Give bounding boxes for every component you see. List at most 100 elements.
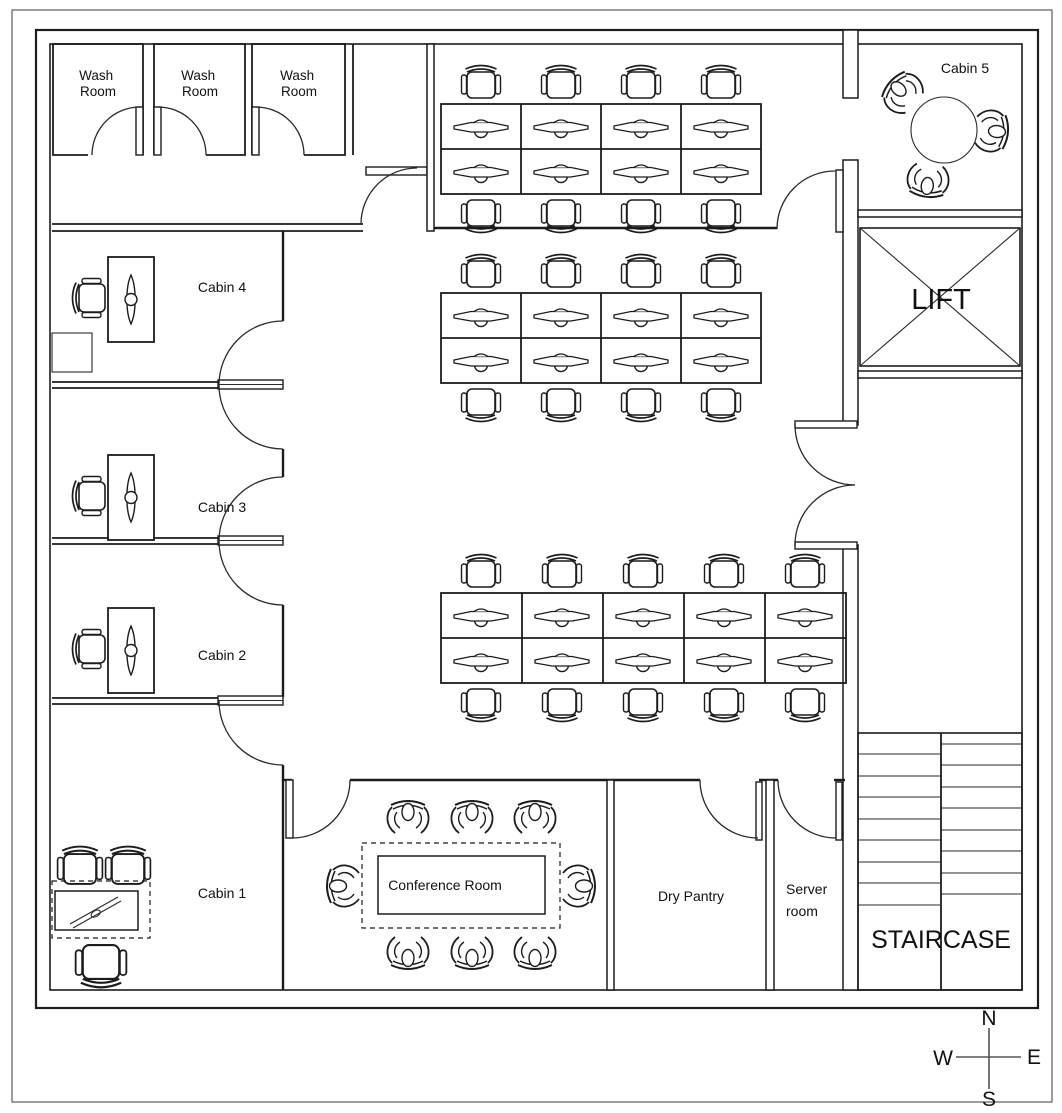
double-door-bottom-arc bbox=[794, 484, 856, 546]
manager-desk bbox=[107, 256, 155, 343]
washroom-2-walls bbox=[153, 43, 246, 156]
compass-east-label: E bbox=[1027, 1046, 1041, 1069]
cabin-1: Cabin 1 bbox=[51, 845, 246, 989]
keyboard-glyph bbox=[534, 653, 590, 673]
conference-room-label: Conference Room bbox=[388, 877, 502, 893]
double-door-bottom-leaf bbox=[794, 541, 858, 550]
armchair bbox=[513, 936, 557, 970]
compass-west-label: W bbox=[933, 1047, 953, 1070]
compass-south-label: S bbox=[982, 1088, 996, 1111]
washroom-1-door-leaf bbox=[135, 106, 144, 156]
building-inner-wall bbox=[49, 43, 1023, 991]
armchair bbox=[386, 800, 430, 834]
compass-rose: N E S W bbox=[933, 1007, 1041, 1111]
desk-cluster-1 bbox=[440, 64, 762, 234]
cabin-walls bbox=[52, 231, 285, 990]
corridor-door-leaf bbox=[365, 166, 428, 176]
building-outer-wall bbox=[34, 28, 1040, 1010]
washroom-3-door-leaf bbox=[251, 106, 260, 156]
conference-pantry-wall bbox=[606, 779, 615, 991]
cabinet bbox=[51, 332, 93, 373]
washroom-1-label: Wash Room bbox=[79, 68, 117, 99]
office-chair bbox=[541, 553, 583, 588]
washroom-3-walls bbox=[251, 43, 346, 156]
keyboard-glyph bbox=[533, 164, 589, 184]
table-outline-dashed bbox=[361, 842, 561, 929]
washroom-1-door-arc bbox=[91, 106, 141, 156]
keyboard-glyph bbox=[613, 119, 669, 139]
washroom-3-door-arc bbox=[255, 106, 305, 156]
office-chair bbox=[460, 253, 502, 288]
keyboard-glyph bbox=[533, 353, 589, 373]
cabin-2: Cabin 2 bbox=[71, 607, 246, 694]
office-chair bbox=[71, 277, 106, 319]
keyboard-glyph bbox=[696, 608, 752, 628]
armchair bbox=[386, 936, 430, 970]
office-chair bbox=[622, 688, 664, 723]
cabin-3: Cabin 3 bbox=[71, 454, 246, 541]
server-door-arc bbox=[777, 779, 837, 839]
office-chair bbox=[460, 553, 502, 588]
compass-north-label: N bbox=[981, 1007, 996, 1030]
guest-chair bbox=[104, 845, 152, 885]
keyboard-glyph bbox=[453, 653, 509, 673]
desk-cluster-2 bbox=[440, 253, 762, 423]
keyboard-glyph bbox=[533, 119, 589, 139]
office-chair bbox=[620, 388, 662, 423]
cabin2-door-arc bbox=[218, 540, 284, 606]
office-chair bbox=[700, 64, 742, 99]
washroom-2-label: Wash Room bbox=[181, 68, 219, 99]
office-chair bbox=[620, 253, 662, 288]
keyboard-glyph bbox=[453, 353, 509, 373]
keyboard-glyph bbox=[533, 308, 589, 328]
washroom-2-door-leaf bbox=[153, 106, 162, 156]
lift-shaft bbox=[859, 227, 1021, 367]
pantry-door-leaf bbox=[755, 781, 763, 841]
office-chair bbox=[71, 628, 106, 670]
office-chair bbox=[700, 388, 742, 423]
armchair bbox=[450, 800, 494, 834]
round-table bbox=[910, 96, 978, 164]
right-corridor-walls bbox=[776, 29, 859, 991]
conference-room: Conference Room bbox=[326, 800, 596, 970]
armchair bbox=[973, 108, 1011, 154]
keyboard-glyph bbox=[693, 164, 749, 184]
washroom-1-walls bbox=[52, 43, 144, 156]
washroom-3-label: Wash Room bbox=[280, 68, 318, 99]
top-right-door-arc bbox=[776, 170, 836, 230]
conference-door-arc bbox=[291, 779, 351, 839]
keyboard-glyph bbox=[453, 119, 509, 139]
keyboard-glyph bbox=[696, 653, 752, 673]
server-room-label: Server room bbox=[786, 881, 831, 919]
desk-outline-dashed bbox=[51, 880, 151, 939]
armchair bbox=[562, 864, 596, 908]
keyboard-glyph bbox=[693, 119, 749, 139]
office-chair bbox=[622, 553, 664, 588]
cabin-3-label: Cabin 3 bbox=[198, 499, 246, 515]
office-chair bbox=[703, 553, 745, 588]
office-chair bbox=[540, 64, 582, 99]
cabin4-door-arc bbox=[218, 320, 284, 386]
armchair bbox=[904, 161, 952, 201]
lift-label: LIFT bbox=[911, 284, 971, 316]
office-chair bbox=[620, 64, 662, 99]
washroom-2-door-arc bbox=[157, 106, 207, 156]
manager-desk bbox=[107, 607, 155, 694]
conference-table bbox=[377, 855, 546, 915]
office-chair bbox=[784, 688, 826, 723]
keyboard-glyph bbox=[615, 608, 671, 628]
cabin-5-label: Cabin 5 bbox=[941, 60, 989, 76]
office-chair bbox=[703, 688, 745, 723]
armchair bbox=[875, 65, 929, 120]
cabin-2-label: Cabin 2 bbox=[198, 647, 246, 663]
pantry-door-arc bbox=[699, 779, 759, 839]
server-door-leaf bbox=[835, 781, 843, 841]
office-chair bbox=[784, 553, 826, 588]
office-chair bbox=[700, 253, 742, 288]
office-chair bbox=[460, 388, 502, 423]
staircase: STAIRCASE bbox=[857, 732, 1023, 991]
keyboard-glyph bbox=[453, 308, 509, 328]
keyboard-glyph bbox=[693, 308, 749, 328]
keyboard-glyph bbox=[693, 353, 749, 373]
